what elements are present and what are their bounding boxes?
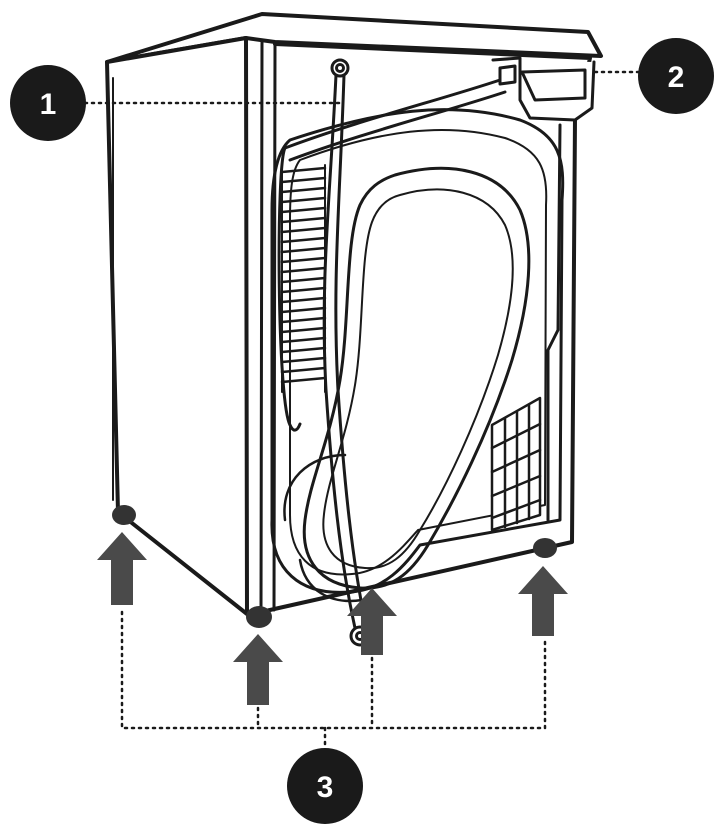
back-panel-right-edge xyxy=(546,123,562,522)
callout-3: 3 xyxy=(287,748,363,824)
dryer-body xyxy=(105,12,603,647)
callout-2: 2 xyxy=(638,38,714,114)
leader-3-bracket xyxy=(120,610,547,750)
foot-front-right xyxy=(246,606,272,628)
vent-grid-right xyxy=(490,396,542,532)
callout-1-label: 1 xyxy=(40,88,57,121)
foot-back-right xyxy=(533,538,557,558)
arrow-foot-2 xyxy=(233,634,283,705)
arrow-foot-3 xyxy=(347,588,397,655)
callout-2-label: 2 xyxy=(668,61,685,94)
drum-contour-inner xyxy=(322,188,514,570)
arrow-foot-1 xyxy=(97,532,147,605)
rear-cover-inner xyxy=(289,128,548,576)
foot-front-left xyxy=(112,505,136,525)
callout-3-label: 3 xyxy=(317,771,334,804)
vent-grille xyxy=(280,164,327,393)
leader-lines xyxy=(83,70,642,750)
lower-bulge xyxy=(283,453,364,603)
drum-contour-outer xyxy=(302,166,531,590)
side-panel xyxy=(105,36,249,616)
adjust-arrows xyxy=(97,532,568,705)
top-panel-edge xyxy=(273,40,603,58)
connector-block xyxy=(491,56,596,122)
feet xyxy=(112,505,557,628)
callout-1: 1 xyxy=(10,65,86,141)
arrow-foot-4 xyxy=(518,566,568,636)
corner-edge xyxy=(244,36,277,616)
